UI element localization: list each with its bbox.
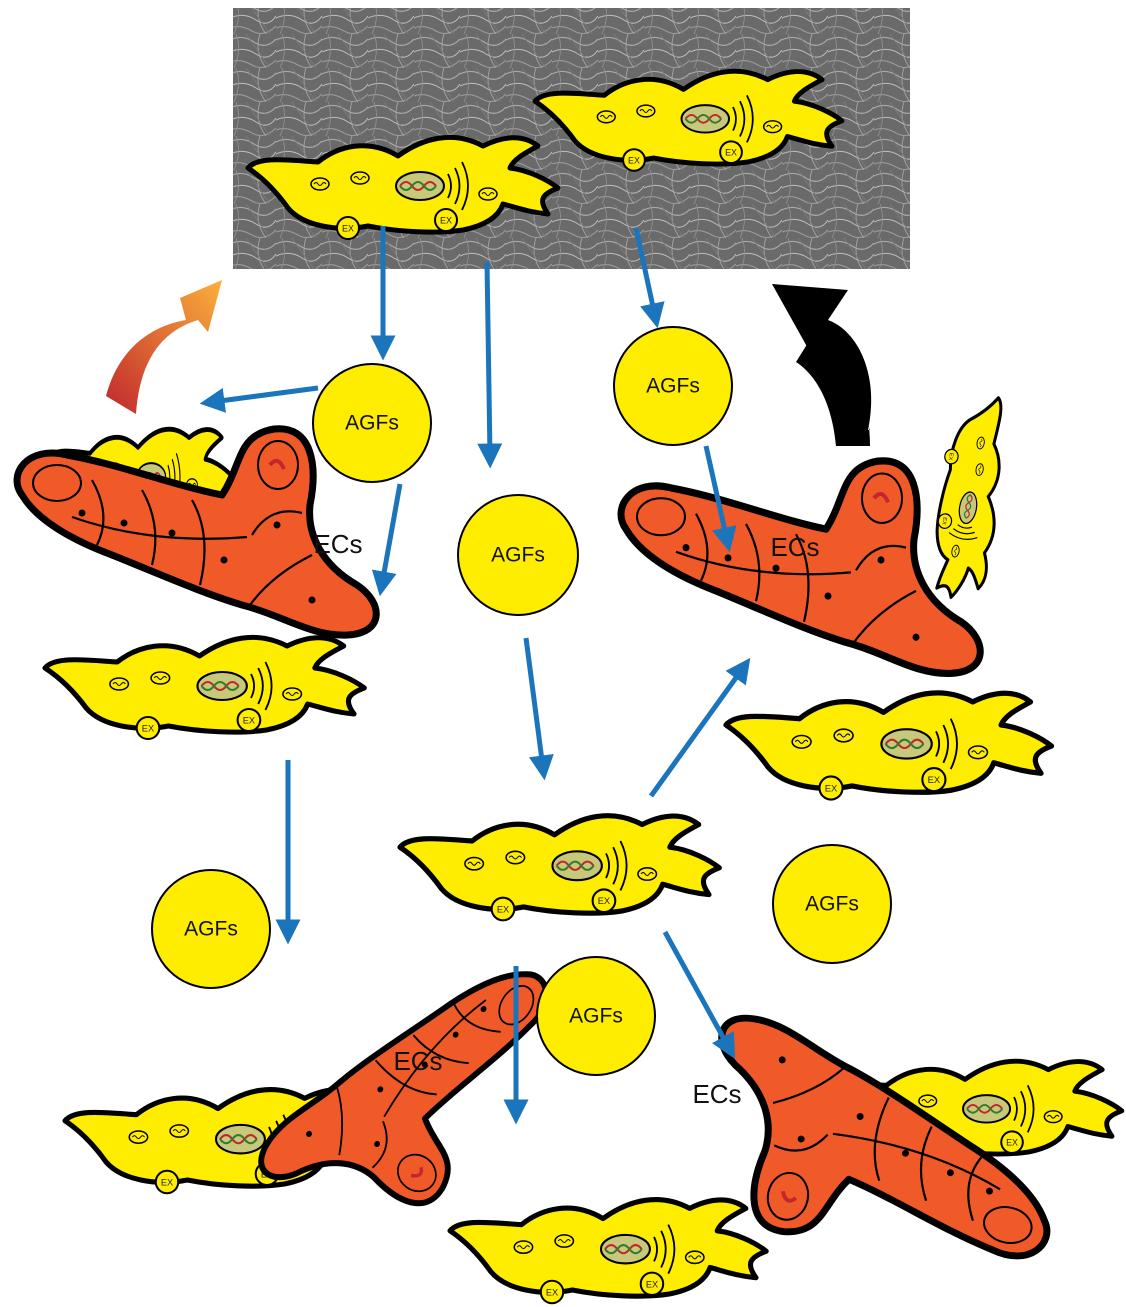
- agf-circle-5: AGFs: [773, 845, 891, 963]
- svg-text:AGFs: AGFs: [184, 918, 238, 941]
- stem-cell-bottom-center: [450, 1200, 766, 1304]
- arrow-agf3-to-center: [526, 638, 543, 768]
- endothelial-cell-right: [621, 461, 980, 674]
- agf-circle-3: AGFs: [458, 495, 578, 615]
- agf-circle-2: AGFs: [614, 327, 732, 445]
- arrow-agf1-to-ec-left: [382, 484, 400, 584]
- agf-circle-6: AGFs: [537, 957, 655, 1075]
- svg-text:AGFs: AGFs: [805, 893, 859, 916]
- arrow-center-to-ec-bottom-right: [665, 932, 729, 1048]
- ec-label-bottom-right: ECs: [692, 1079, 741, 1109]
- ec-label-bottom-left: ECs: [393, 1046, 442, 1076]
- svg-text:AGFs: AGFs: [345, 412, 399, 435]
- ec-label-right: ECs: [770, 532, 819, 562]
- stem-cell-right-middle: [726, 693, 1052, 800]
- stem-cell-right-vertical: [921, 390, 1017, 602]
- agf-circle-1: AGFs: [313, 364, 431, 482]
- curved-arrow-gradient: [106, 280, 222, 414]
- agf-circle-4: AGFs: [152, 870, 270, 988]
- arrow-scaffold-to-agf3: [487, 262, 490, 456]
- arrow-agf1-to-left-cell: [212, 388, 318, 402]
- stem-cell-left-middle: [45, 637, 364, 739]
- svg-text:AGFs: AGFs: [569, 1005, 623, 1028]
- svg-text:AGFs: AGFs: [491, 544, 545, 567]
- arrow-center-to-ec-right: [651, 668, 743, 796]
- endothelial-cell-bottom-left: [253, 905, 573, 1261]
- ec-label-left: ECs: [313, 529, 362, 559]
- stem-cell-center: [400, 816, 719, 921]
- curved-arrow-black: [772, 284, 871, 446]
- svg-text:AGFs: AGFs: [646, 375, 700, 398]
